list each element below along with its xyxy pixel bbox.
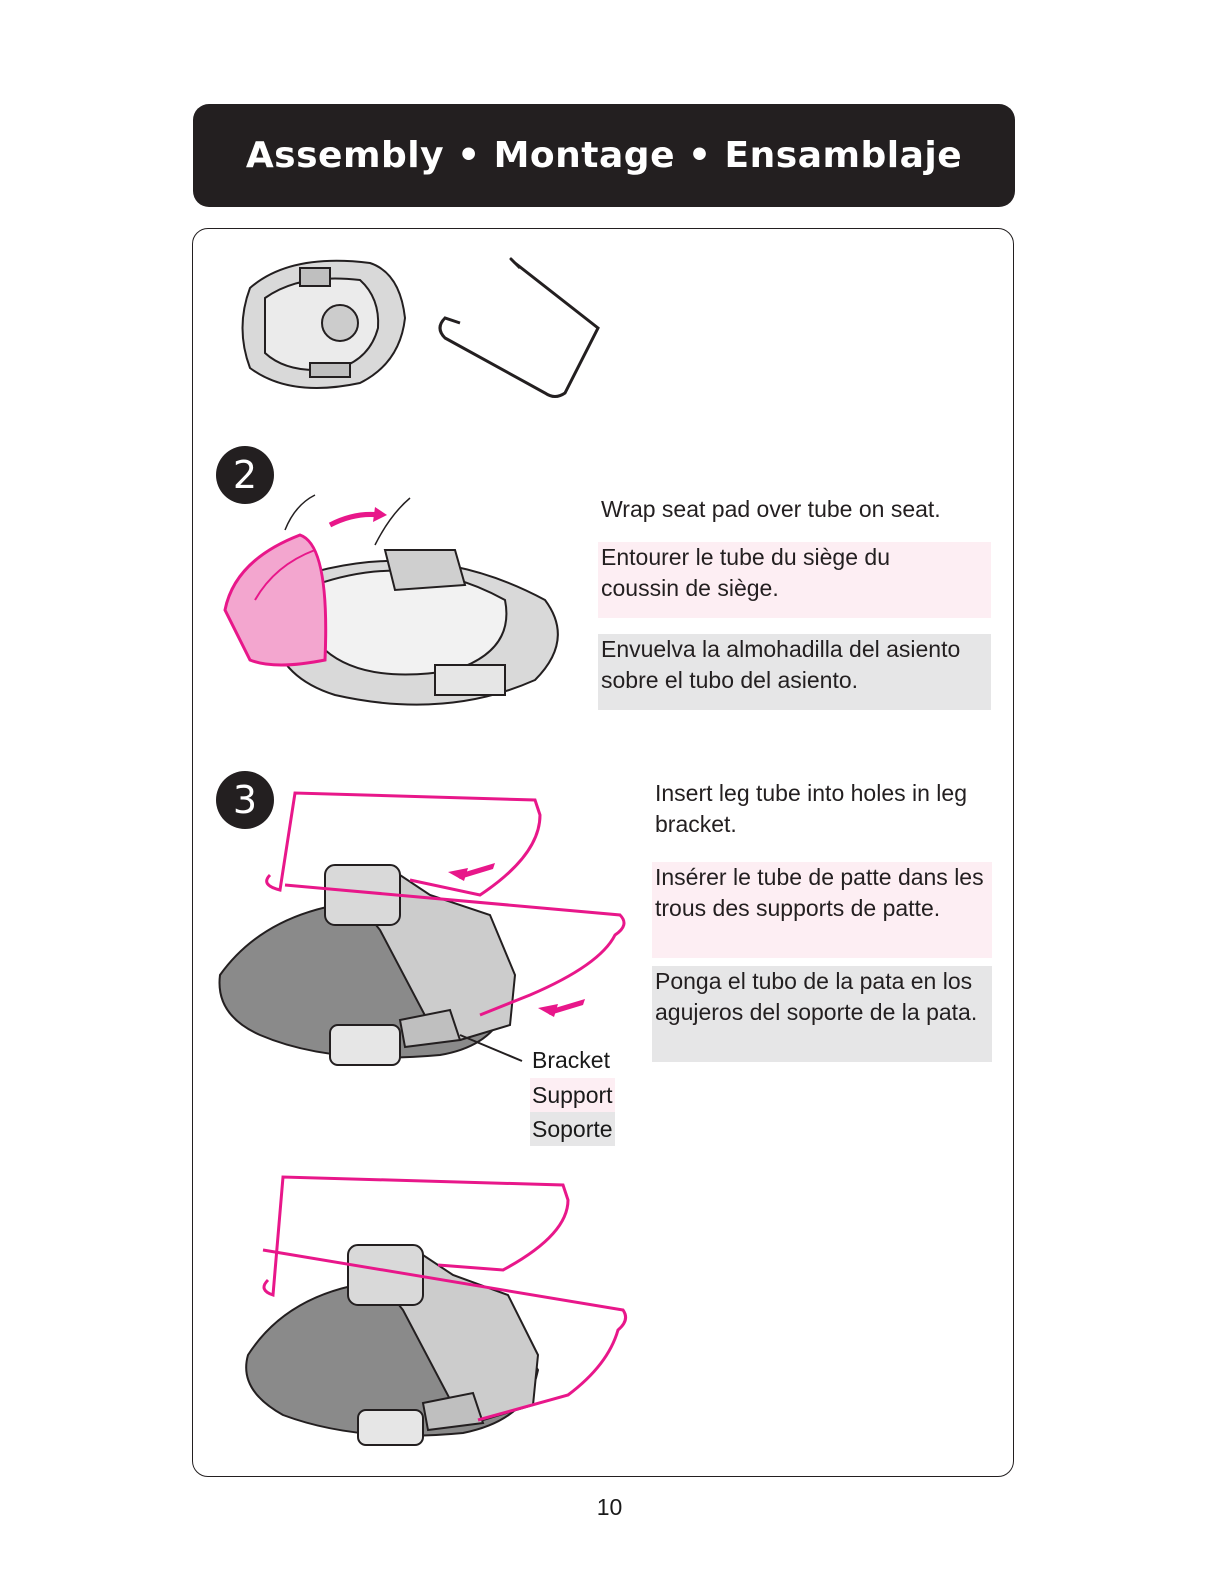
step-2-badge: 2 — [216, 446, 274, 504]
step-3-number: 3 — [232, 778, 258, 822]
step-2-illustration — [223, 494, 559, 706]
step-3-illustration — [218, 791, 626, 1066]
step-3-text-en: Insert leg tube into holes in leg bracke… — [655, 780, 967, 837]
seat-and-tube-illustration — [241, 257, 600, 398]
page-number: 10 — [596, 1494, 623, 1520]
step-2-text-en: Wrap seat pad over tube on seat. — [601, 496, 941, 522]
step-2-text-fr: Entourer le tube du siège du coussin de … — [598, 542, 991, 618]
step-2-number: 2 — [232, 453, 258, 497]
callout-label-en: Bracket — [532, 1047, 610, 1073]
assembled-leg-illustration — [245, 1175, 628, 1446]
step-3-badge: 3 — [216, 771, 274, 829]
section-header: Assembly • Montage • Ensamblaje — [193, 104, 1015, 207]
step-3-text-es: Ponga el tubo de la pata en los agujeros… — [652, 966, 992, 1062]
step-2-text-es: Envuelva la almohadilla del asiento sobr… — [598, 634, 991, 710]
step-3-text-fr: Insérer le tube de patte dans les trous … — [652, 862, 992, 958]
callout-label-es: Soporte — [530, 1112, 615, 1146]
callout-label-fr: Support — [530, 1078, 615, 1112]
instruction-panel — [192, 228, 1014, 1477]
section-title: Assembly • Montage • Ensamblaje — [245, 135, 963, 176]
